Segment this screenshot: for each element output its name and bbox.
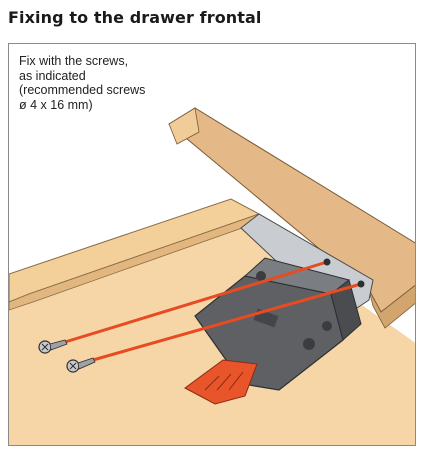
note-line: as indicated bbox=[19, 68, 86, 83]
screw-icon bbox=[66, 357, 96, 373]
instruction-panel: Fix with the screws, as indicated (recom… bbox=[8, 43, 416, 446]
note-line: Fix with the screws, bbox=[19, 54, 129, 68]
screw-guide-line bbox=[64, 260, 328, 344]
note-line: ø 4 x 16 mm) bbox=[19, 97, 93, 112]
screw-icon bbox=[38, 339, 68, 354]
release-lever bbox=[184, 359, 258, 405]
page-title: Fixing to the drawer frontal bbox=[8, 8, 262, 27]
fixing-illustration bbox=[9, 107, 415, 445]
note-line: (recommended screws bbox=[19, 83, 146, 97]
screw-guide-line bbox=[92, 282, 362, 362]
instruction-note: Fix with the screws, as indicated (recom… bbox=[19, 54, 145, 112]
